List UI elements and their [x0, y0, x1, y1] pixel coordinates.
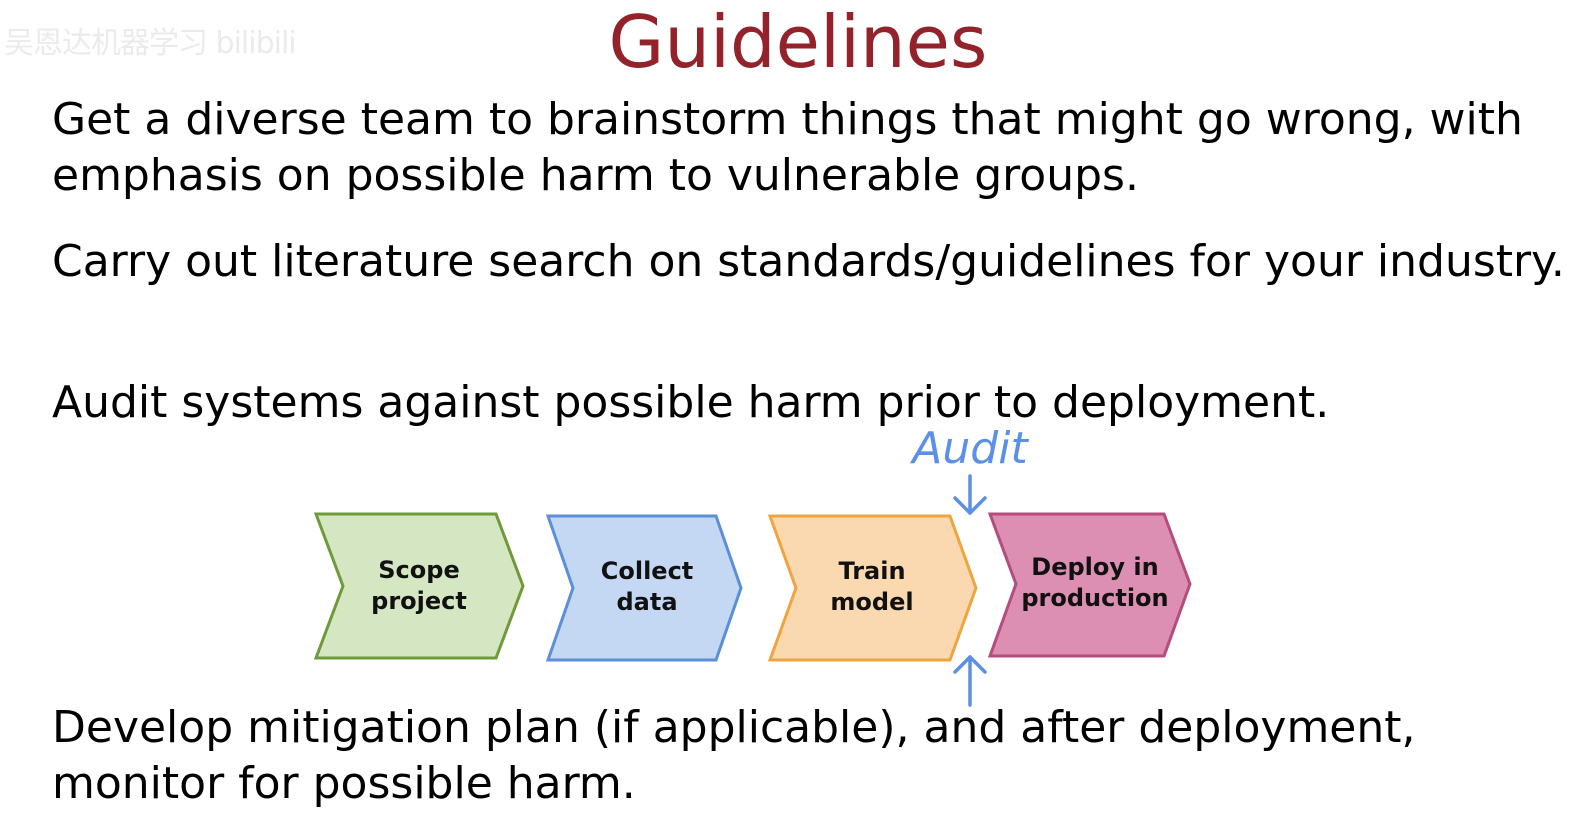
audit-arrow-down-icon	[953, 474, 987, 515]
guideline-text-brainstorm: Get a diverse team to brainstorm things …	[52, 94, 1523, 201]
step-label-line-2: project	[371, 587, 467, 615]
slide-title: Guidelines	[608, 0, 988, 84]
step-scope-project: Scope project	[313, 512, 525, 660]
step-collect-data: Collect data	[545, 514, 743, 662]
audit-label: Audit	[909, 423, 1029, 474]
audit-arrow-up-icon	[953, 655, 987, 707]
step-chevron-shape	[545, 514, 743, 662]
step-deploy-in-production: Deploy in production	[987, 512, 1192, 658]
step-label-line-2: model	[830, 588, 913, 616]
step-train-model: Train model	[767, 514, 978, 662]
watermark: 吴恩达机器学习 bilibili	[4, 26, 297, 61]
step-label-line-1: Collect	[601, 557, 694, 585]
guideline-text-mitigation: Develop mitigation plan (if applicable),…	[52, 702, 1416, 809]
guideline-text-audit: Audit systems against possible harm prio…	[52, 377, 1330, 428]
step-label-line-1: Deploy in	[1031, 553, 1158, 581]
step-label-line-2: data	[616, 588, 677, 616]
step-label-line-1: Train	[838, 557, 905, 585]
step-label-line-1: Scope	[378, 556, 459, 584]
step-chevron-shape	[987, 512, 1192, 658]
step-chevron-shape	[313, 512, 525, 660]
step-label-line-2: production	[1021, 584, 1168, 612]
step-chevron-shape	[767, 514, 978, 662]
guideline-text-literature-search: Carry out literature search on standards…	[52, 236, 1565, 287]
